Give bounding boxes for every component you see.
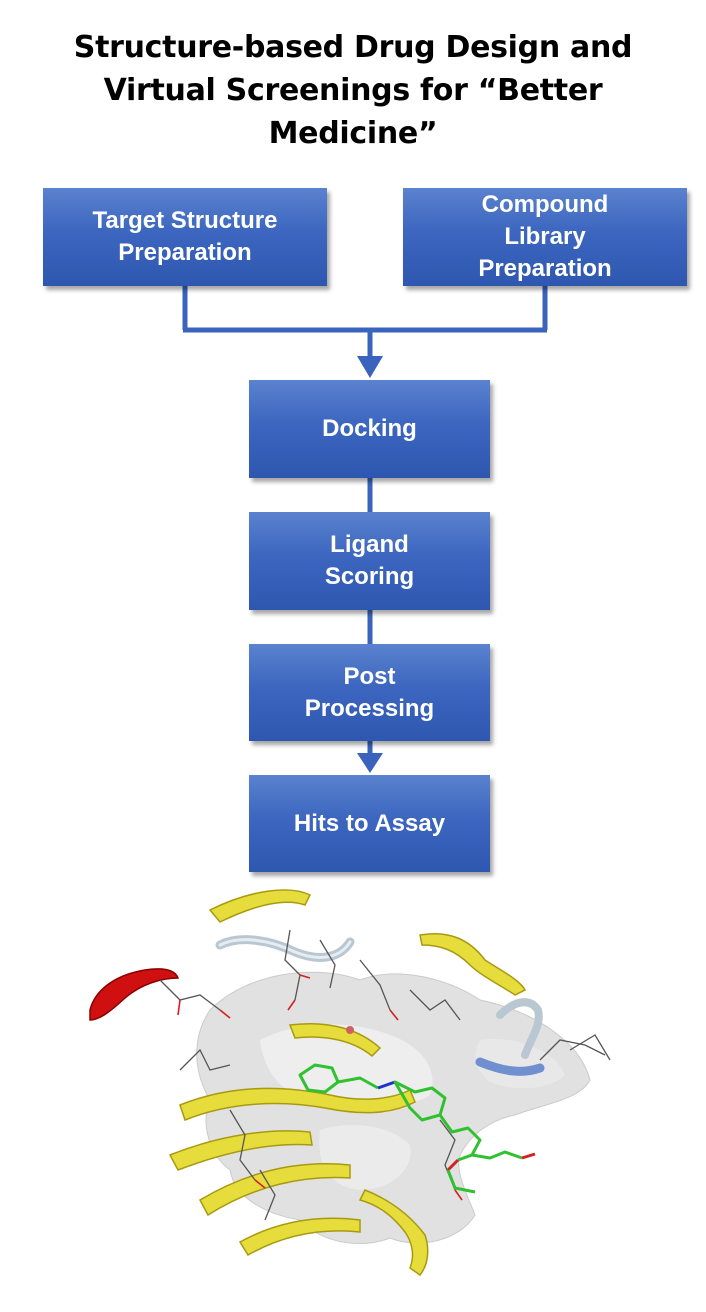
docking-box: Docking bbox=[249, 380, 490, 478]
yellow-ribbons bbox=[168, 889, 527, 1277]
protein-ligand-docking-image bbox=[89, 889, 611, 1277]
compound-library-preparation-box: Compound Library Preparation bbox=[403, 188, 687, 286]
arrowhead-to-docking bbox=[357, 356, 383, 378]
water-sphere bbox=[346, 1026, 354, 1034]
ligand-molecule bbox=[298, 1063, 536, 1194]
hits-box-label: Hits to Assay bbox=[293, 809, 446, 837]
docking-box-label: Docking bbox=[322, 415, 417, 442]
target-box-line-2: Preparation bbox=[118, 239, 252, 266]
title-line-2: Virtual Screenings for “Better bbox=[103, 73, 603, 108]
title-line-1: Structure-based Drug Design and bbox=[73, 30, 633, 65]
post-processing-box: Post Processing bbox=[249, 644, 490, 741]
coil-tubes bbox=[215, 935, 545, 1076]
scoring-box-line-2: Scoring bbox=[324, 563, 415, 590]
title-line-3: Medicine” bbox=[268, 116, 438, 151]
library-box-line-3: Preparation bbox=[478, 255, 612, 282]
target-structure-preparation-box: Target Structure Preparation bbox=[43, 188, 327, 286]
target-box-line-1: Target Structure bbox=[92, 207, 278, 234]
ligand-scoring-box: Ligand Scoring bbox=[249, 512, 490, 610]
library-box-line-2: Library bbox=[504, 223, 586, 250]
side-chains bbox=[159, 929, 611, 1221]
post-box-line-1: Post bbox=[343, 662, 396, 690]
hits-to-assay-box: Hits to Assay bbox=[249, 775, 490, 872]
library-box-line-1: Compound bbox=[481, 191, 609, 218]
scoring-box-line-1: Ligand bbox=[330, 531, 409, 558]
diagram-title: Structure-based Drug Design and Virtual … bbox=[60, 26, 646, 155]
side-chain-oxygens bbox=[177, 974, 463, 1201]
red-helix-ribbon bbox=[89, 968, 180, 1021]
post-box-line-2: Processing bbox=[304, 694, 435, 722]
flow-connectors bbox=[182, 286, 548, 773]
arrowhead-to-hits bbox=[357, 753, 383, 773]
